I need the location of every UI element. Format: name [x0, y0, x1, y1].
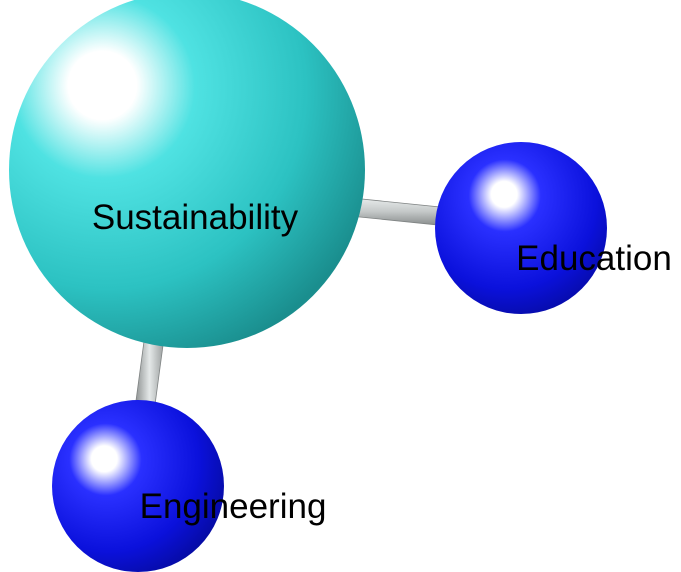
- edge-sustainability-education: [349, 197, 441, 226]
- node-education-label: Education: [516, 239, 672, 278]
- node-engineering-sphere: [52, 400, 224, 572]
- node-education[interactable]: Education: [435, 142, 672, 314]
- node-education-sphere: [435, 142, 607, 314]
- node-sustainability[interactable]: Sustainability: [9, 0, 365, 348]
- node-sustainability-label: Sustainability: [92, 198, 299, 237]
- node-engineering-label: Engineering: [140, 487, 327, 526]
- node-sustainability-sphere: [9, 0, 365, 348]
- node-engineering[interactable]: Engineering: [52, 400, 326, 572]
